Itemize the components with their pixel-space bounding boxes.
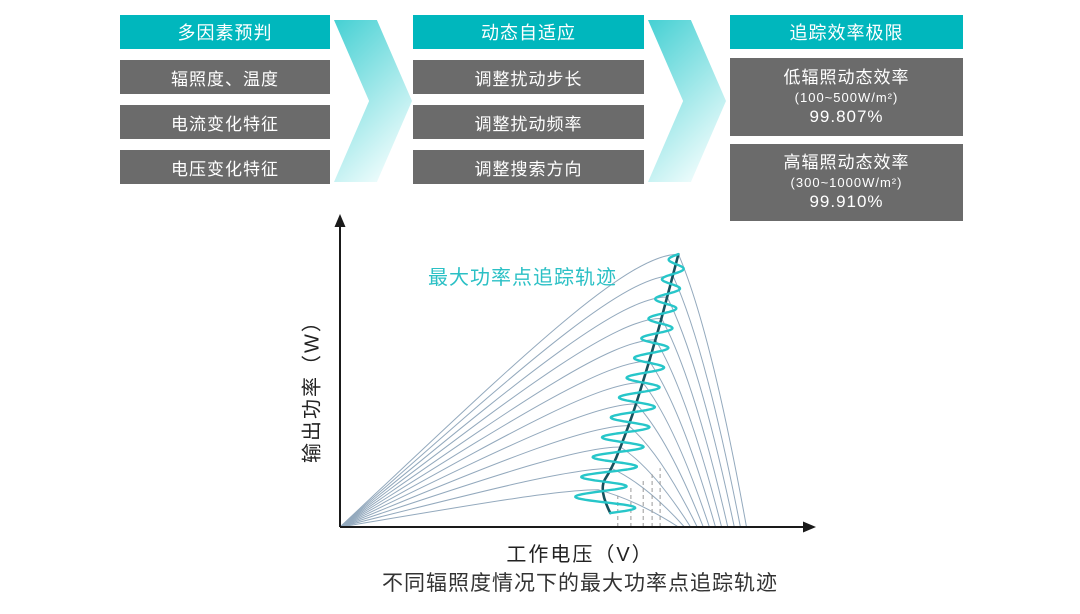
mppt-trajectory-annotation: 最大功率点追踪轨迹 <box>428 267 617 289</box>
irradiance-range: (100~500W/m²) <box>794 89 899 105</box>
efficiency-value: 99.910% <box>809 192 884 211</box>
efficiency-title: 低辐照动态效率 <box>783 67 910 87</box>
efficiency-box-low-irradiance: 低辐照动态效率 (100~500W/m²) 99.807% <box>730 58 963 136</box>
efficiency-value: 99.807% <box>809 106 884 126</box>
flow-column-adaptive: 动态自适应 调整扰动步长 调整扰动频率 调整搜索方向 <box>413 15 644 184</box>
column-header: 追踪效率极限 <box>730 15 963 49</box>
column-header: 动态自适应 <box>413 15 644 49</box>
x-axis-label: 工作电压（V） <box>506 544 654 566</box>
pv-curves <box>339 253 747 528</box>
flow-column-efficiency: 追踪效率极限 低辐照动态效率 (100~500W/m²) 99.807% 高辐照… <box>730 15 963 221</box>
efficiency-title: 高辐照动态效率 <box>783 153 910 172</box>
flow-item: 调整扰动步长 <box>413 60 644 94</box>
y-axis-label: 输出功率（W） <box>301 310 324 463</box>
irradiance-range: (300~1000W/m²) <box>790 175 903 190</box>
chart-caption: 不同辐照度情况下的最大功率点追踪轨迹 <box>382 572 778 595</box>
flow-column-prediction: 多因素预判 辐照度、温度 电流变化特征 电压变化特征 <box>120 15 330 184</box>
x-axis-arrow-icon <box>803 521 816 533</box>
mppt-oscillation-line <box>574 253 685 515</box>
flow-item: 电流变化特征 <box>120 105 330 139</box>
column-header: 多因素预判 <box>120 15 330 49</box>
flow-item: 调整搜索方向 <box>413 150 644 184</box>
flow-item: 电压变化特征 <box>120 150 330 184</box>
y-axis-arrow-icon <box>334 214 346 227</box>
efficiency-box-high-irradiance: 高辐照动态效率 (300~1000W/m²) 99.910% <box>730 144 963 221</box>
flow-item: 调整扰动频率 <box>413 105 644 139</box>
flow-item: 辐照度、温度 <box>120 60 330 94</box>
